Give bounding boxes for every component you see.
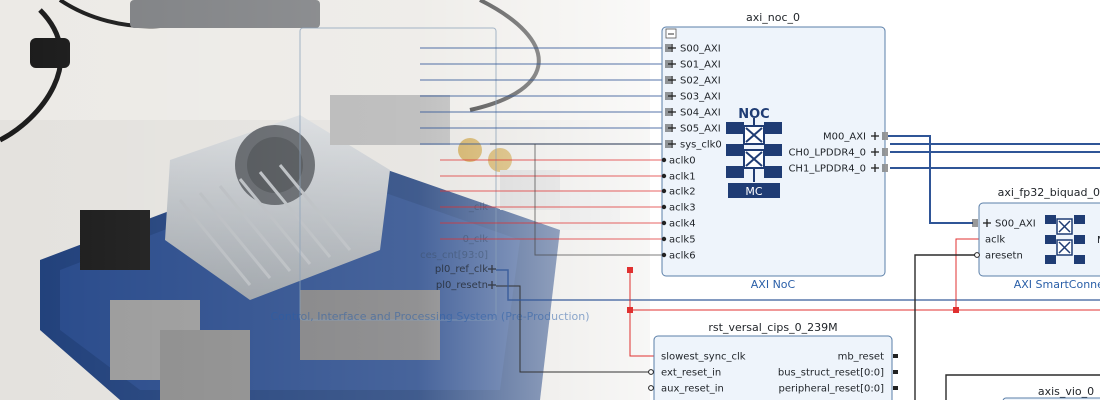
rst-right-port-label: bus_struct_reset[0:0] bbox=[778, 368, 884, 379]
noc-port-expand-icon[interactable] bbox=[668, 76, 676, 84]
biquad-port-label: S00_AXI bbox=[995, 219, 1036, 230]
noc-port-pin[interactable] bbox=[661, 220, 667, 226]
noc-port-expand-icon[interactable] bbox=[668, 60, 676, 68]
biquad-right-port-label: M bbox=[1097, 235, 1100, 246]
photo-fade-overlay bbox=[0, 0, 760, 400]
noc-right-port-label: CH0_LPDDR4_0 bbox=[788, 148, 866, 159]
noc-title: axi_noc_0 bbox=[746, 11, 800, 24]
cips-port-connector[interactable] bbox=[488, 281, 496, 289]
m00-axi-wire[interactable] bbox=[888, 135, 973, 224]
rst-port-pin[interactable] bbox=[648, 385, 654, 391]
biquad-port-expand-icon[interactable] bbox=[983, 219, 991, 227]
noc-port-pin[interactable] bbox=[661, 173, 667, 179]
cips-faded-label: 0_clk bbox=[463, 234, 489, 245]
noc-left-port-label: aclk0 bbox=[669, 156, 696, 167]
noc-left-port-label: aclk5 bbox=[669, 235, 696, 246]
noc-left-port-label: aclk6 bbox=[669, 251, 696, 262]
noc-left-port-label: S04_AXI bbox=[680, 108, 721, 119]
mc-logo-label: MC bbox=[745, 185, 762, 198]
noc-left-port-label: aclk4 bbox=[669, 219, 696, 230]
slowest-clock-wire[interactable] bbox=[629, 270, 654, 357]
rst-port-pin[interactable] bbox=[893, 354, 898, 358]
noc-left-port-label: S03_AXI bbox=[680, 92, 721, 103]
rst-left-port-label: ext_reset_in bbox=[661, 368, 721, 379]
noc-port-expand-icon[interactable] bbox=[871, 164, 879, 172]
rst-title: rst_versal_cips_0_239M bbox=[708, 321, 837, 334]
noc-port-expand-icon[interactable] bbox=[871, 132, 879, 140]
noc-right-port-label: M00_AXI bbox=[823, 132, 866, 143]
cips-subtitle: Control, Interface and Processing System… bbox=[270, 310, 589, 323]
reset-block[interactable]: rst_versal_cips_0_239M slowest_sync_clkex… bbox=[648, 321, 898, 400]
noc-subtitle: AXI NoC bbox=[751, 278, 796, 291]
noc-left-port-label: aclk2 bbox=[669, 187, 696, 198]
biquad-port-label: aresetn bbox=[985, 251, 1023, 262]
cips-faded-label: _clk bbox=[468, 202, 488, 213]
noc-port-pin[interactable] bbox=[661, 236, 667, 242]
connection-wires bbox=[420, 47, 1100, 400]
biquad-port-pin[interactable] bbox=[974, 252, 980, 258]
axis-vio-block[interactable]: axis_vio_0 bbox=[1002, 385, 1100, 400]
aresetn-wire[interactable] bbox=[914, 254, 975, 400]
noc-port-pin[interactable] bbox=[661, 188, 667, 194]
rst-port-pin[interactable] bbox=[893, 370, 898, 374]
cips-port-connector[interactable] bbox=[488, 265, 496, 273]
noc-left-port-label: aclk1 bbox=[669, 172, 696, 183]
rst-port-pin[interactable] bbox=[893, 386, 898, 390]
rst-left-port-label: aux_reset_in bbox=[661, 384, 724, 395]
rst-right-port-label: mb_reset bbox=[838, 352, 884, 363]
cips-block[interactable]: pl0_ref_clk pl0_resetn _clk 0_clk ces_cnt[93… bbox=[270, 27, 590, 323]
cips-frame bbox=[299, 27, 497, 321]
noc-port-expand-icon[interactable] bbox=[871, 148, 879, 156]
noc-port-pin[interactable] bbox=[661, 252, 667, 258]
cips-port-label: pl0_resetn bbox=[436, 280, 488, 291]
noc-port-expand-icon[interactable] bbox=[668, 108, 676, 116]
noc-logo-label: NOC bbox=[738, 107, 769, 122]
noc-mc-logo-icon: NOC MC bbox=[726, 107, 782, 198]
biquad-subtitle: AXI SmartConnect bbox=[1014, 278, 1100, 291]
cips-port-label: pl0_ref_clk bbox=[435, 264, 488, 275]
noc-port-pin[interactable] bbox=[661, 204, 667, 210]
noc-left-port-label: S01_AXI bbox=[680, 60, 721, 71]
aclk-wire[interactable] bbox=[955, 238, 979, 310]
noc-port-expand-icon[interactable] bbox=[668, 44, 676, 52]
noc-left-port-label: S05_AXI bbox=[680, 124, 721, 135]
rst-body bbox=[653, 335, 893, 400]
noc-left-port-label: sys_clk0 bbox=[680, 140, 722, 151]
rst-port-pin[interactable] bbox=[648, 369, 654, 375]
smartconnect-icon bbox=[1045, 215, 1085, 264]
noc-port-expand-icon[interactable] bbox=[668, 92, 676, 100]
cips-faded-label: ces_cnt[93:0] bbox=[420, 250, 488, 261]
noc-port-expand-icon[interactable] bbox=[668, 140, 676, 148]
noc-left-port-label: aclk3 bbox=[669, 203, 696, 214]
noc-port-pin[interactable] bbox=[661, 157, 667, 163]
vio-wire[interactable] bbox=[945, 374, 1100, 400]
rst-right-port-label: peripheral_reset[0:0] bbox=[779, 384, 885, 395]
noc-port-expand-icon[interactable] bbox=[668, 124, 676, 132]
noc-right-port-label: CH1_LPDDR4_0 bbox=[788, 164, 866, 175]
biquad-port-label: aclk bbox=[985, 235, 1005, 246]
rst-left-port-label: slowest_sync_clk bbox=[661, 352, 746, 363]
noc-left-port-label: S02_AXI bbox=[680, 76, 721, 87]
biquad-title: axi_fp32_biquad_0 bbox=[998, 186, 1100, 199]
vio-title: axis_vio_0 bbox=[1038, 385, 1094, 398]
axi-bus-wire[interactable] bbox=[496, 269, 1100, 301]
noc-left-port-label: S00_AXI bbox=[680, 44, 721, 55]
aclk6-wire[interactable] bbox=[534, 144, 662, 256]
